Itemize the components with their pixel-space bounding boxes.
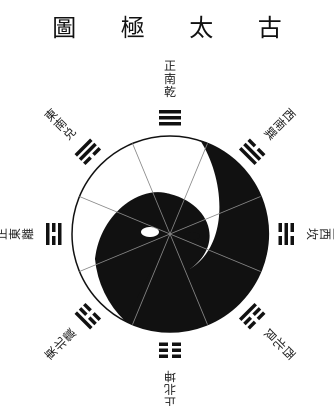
yang-line xyxy=(159,116,181,120)
yin-line-left xyxy=(172,343,181,347)
yin-line-left xyxy=(291,223,295,232)
trigram-kan: 正西坎 xyxy=(279,223,334,245)
trigram-label-char: 東 xyxy=(8,228,22,240)
trigram-li: 正東離 xyxy=(0,223,62,245)
yin-line-right xyxy=(52,223,56,232)
trigram-label-char: 西 xyxy=(318,228,332,240)
yin-line-left xyxy=(52,236,56,245)
trigram-kun: 正北坤 xyxy=(159,343,181,406)
yin-line-right xyxy=(279,236,283,245)
yin-eye xyxy=(184,232,200,240)
yang-line xyxy=(46,223,50,245)
yang-line xyxy=(285,223,289,245)
title-char-3: 太 xyxy=(189,8,213,43)
yin-line-left xyxy=(172,349,181,353)
yin-line-right xyxy=(159,349,168,353)
yin-line-right xyxy=(291,236,295,245)
yin-line-left xyxy=(172,355,181,359)
trigram-label-char: 坤 xyxy=(164,369,176,384)
taiji-circle xyxy=(72,136,269,332)
trigram-label-char: 正 xyxy=(164,59,176,73)
trigram-label-char: 離 xyxy=(21,228,35,240)
trigram-label-char: 北 xyxy=(164,382,176,396)
taiji-diagram: 正南乾西南巽正西坎西北艮正北坤東北震正東離東南兑 xyxy=(0,40,334,406)
yang-line xyxy=(159,110,181,114)
yang-line xyxy=(58,223,62,245)
title-char-1: 圖 xyxy=(52,8,76,43)
yin-line-left xyxy=(279,223,283,232)
trigram-label-char: 南 xyxy=(164,71,176,86)
title-char-4: 古 xyxy=(258,8,282,43)
yin-line-right xyxy=(159,343,168,347)
trigram-label-char: 乾 xyxy=(164,85,176,99)
trigram-xun: 西南巽 xyxy=(239,102,302,165)
title-char-2: 極 xyxy=(121,8,145,43)
trigram-zhen: 東北震 xyxy=(38,303,101,366)
trigram-gen: 西北艮 xyxy=(239,303,302,366)
diagram-title: 圖 極 太 古 xyxy=(0,8,334,42)
trigram-dui: 東南兑 xyxy=(38,102,101,165)
yin-line-right xyxy=(159,355,168,359)
trigram-qian: 正南乾 xyxy=(159,59,181,126)
trigram-label-char: 坎 xyxy=(305,228,319,240)
yang-line xyxy=(159,122,181,126)
